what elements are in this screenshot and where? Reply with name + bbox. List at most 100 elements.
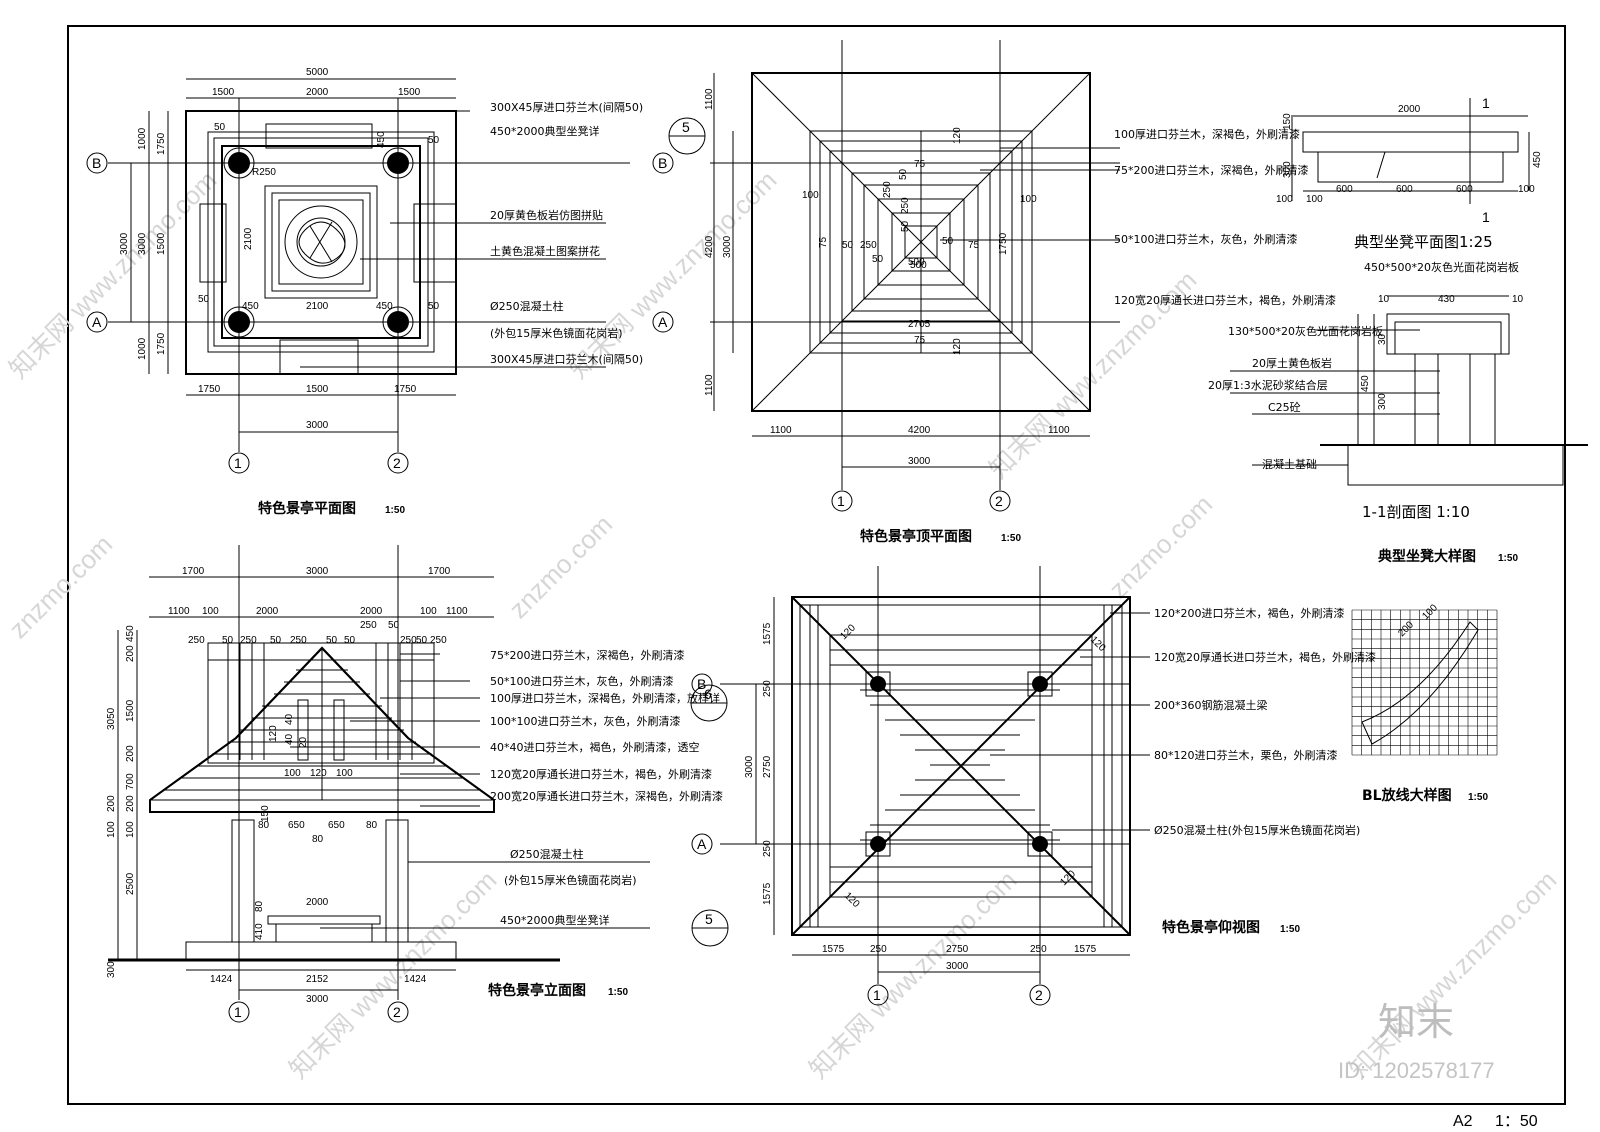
svg-text:20厚土黄色板岩: 20厚土黄色板岩 [1252,356,1332,370]
svg-text:80: 80 [254,900,265,912]
svg-text:200*360钢筋混凝土梁: 200*360钢筋混凝土梁 [1154,698,1268,712]
sheet-border [67,25,1566,1105]
svg-text:2152: 2152 [306,974,329,985]
svg-text:3000: 3000 [306,994,329,1005]
svg-text:2: 2 [995,493,1003,509]
svg-text:50: 50 [270,635,282,646]
svg-text:100*100进口芬兰木，灰色，外刷清漆: 100*100进口芬兰木，灰色，外刷清漆 [490,714,681,728]
svg-text:500: 500 [908,257,925,268]
svg-text:600: 600 [1456,184,1473,195]
svg-text:120: 120 [952,338,963,355]
svg-text:250: 250 [290,635,307,646]
svg-text:75*200进口芬兰木，深褐色，外刷清漆: 75*200进口芬兰木，深褐色，外刷清漆 [1114,163,1309,177]
svg-text:250: 250 [1030,944,1047,955]
svg-text:120宽20厚通长进口芬兰木，褐色，外刷清漆: 120宽20厚通长进口芬兰木，褐色，外刷清漆 [1114,293,1336,307]
svg-text:典型坐凳平面图1:25: 典型坐凳平面图1:25 [1354,233,1493,251]
svg-text:1-1剖面图 1:10: 1-1剖面图 1:10 [1362,503,1470,521]
svg-text:100: 100 [106,821,117,838]
bl-grid-drawing [1351,609,1498,756]
svg-text:120: 120 [952,127,963,144]
bench-detail-drawing [1230,98,1588,486]
svg-text:410: 410 [254,923,265,940]
svg-text:250: 250 [188,635,205,646]
svg-text:Ø250混凝土柱: Ø250混凝土柱 [490,299,564,313]
svg-text:3000: 3000 [119,232,130,255]
svg-text:450: 450 [1360,375,1371,392]
svg-text:20厚1:3水泥砂浆结合层: 20厚1:3水泥砂浆结合层 [1208,378,1328,392]
svg-text:100: 100 [1518,184,1535,195]
svg-text:1: 1 [837,493,845,509]
bench-notes: 典型坐凳平面图1:25 450*500*20灰色光面花岗岩板 130*500*2… [1208,233,1519,521]
sheet-scale-label: 1：50 [1495,1113,1538,1130]
svg-text:650: 650 [328,820,345,831]
bl-title: BL放线大样图 [1362,787,1452,804]
svg-text:250: 250 [882,181,893,198]
svg-text:450: 450 [376,131,387,148]
plan-grid-labels: B A 1 2 5 [86,117,706,474]
svg-text:200: 200 [125,795,136,812]
roof-plan-grid-labels: B A 1 2 [652,152,1011,512]
svg-text:1750: 1750 [394,384,417,395]
sheet-size-label: A2 [1453,1113,1473,1130]
svg-text:1100: 1100 [1048,425,1070,436]
svg-text:450: 450 [242,301,259,312]
svg-text:30: 30 [1377,333,1388,345]
svg-text:120: 120 [838,622,858,642]
svg-text:(外包15厚米色镜面花岗岩): (外包15厚米色镜面花岗岩) [490,326,623,340]
plan-scale: 1:50 [385,505,405,516]
svg-text:1500: 1500 [125,699,136,722]
watermark-text: znzmo.com [1103,489,1218,604]
ceiling-drawing [720,566,1150,984]
svg-text:1: 1 [234,455,242,471]
svg-text:450*2000典型坐凳详: 450*2000典型坐凳详 [500,913,610,927]
svg-text:1575: 1575 [762,622,773,645]
plan-notes: 300X45厚进口芬兰木(间隔50) 450*2000典型坐凳详 20厚黄色板岩… [490,101,643,366]
svg-text:100: 100 [125,821,136,838]
svg-text:A: A [658,314,668,330]
svg-text:A: A [697,836,707,852]
svg-text:3000: 3000 [744,755,755,778]
svg-text:50*100进口芬兰木，灰色，外刷清漆: 50*100进口芬兰木，灰色，外刷清漆 [1114,232,1298,246]
watermark-text: 知末网 www.znzmo.com [803,865,1022,1084]
svg-text:1100: 1100 [704,88,715,110]
elevation-notes: 75*200进口芬兰木，深褐色，外刷清漆 50*100进口芬兰木，灰色，外刷清漆… [490,648,723,927]
svg-text:10: 10 [1378,294,1390,305]
svg-text:100厚进口芬兰木，深褐色，外刷清漆，放样详: 100厚进口芬兰木，深褐色，外刷清漆，放样详 [490,691,720,705]
bl-dim: 200 [1396,619,1416,639]
svg-text:2: 2 [393,1004,401,1020]
roof-plan-drawing [710,40,1120,490]
svg-text:450: 450 [125,625,136,642]
svg-text:3000: 3000 [306,566,329,577]
svg-text:2: 2 [1035,987,1043,1003]
svg-text:1575: 1575 [762,882,773,905]
svg-text:50: 50 [222,635,234,646]
svg-text:1100: 1100 [770,425,792,436]
svg-text:20厚黄色板岩仿图拼贴: 20厚黄色板岩仿图拼贴 [490,208,603,222]
svg-text:120*200进口芬兰木，褐色，外刷清漆: 120*200进口芬兰木，褐色，外刷清漆 [1154,606,1345,620]
svg-text:300: 300 [1377,393,1388,410]
plan-dimensions: 5000 1500 2000 1500 1000 1750 3000 3000 … [119,67,440,431]
svg-text:700: 700 [125,773,136,790]
watermark-text: 知末网 www.znzmo.com [3,165,222,384]
svg-text:100: 100 [1306,194,1323,205]
svg-text:80*120进口芬兰木，栗色，外刷清漆: 80*120进口芬兰木，栗色，外刷清漆 [1154,748,1338,762]
svg-text:100: 100 [336,768,353,779]
svg-text:(外包15厚米色镜面花岗岩): (外包15厚米色镜面花岗岩) [504,873,637,887]
roof-plan-dimensions: 1100 4200 3000 1100 1100 4200 1100 3000 … [704,88,1070,467]
svg-text:120: 120 [842,890,862,910]
bench-scale: 1:50 [1498,553,1518,564]
svg-text:40*40进口芬兰木，褐色，外刷清漆，透空: 40*40进口芬兰木，褐色，外刷清漆，透空 [490,740,700,754]
svg-text:80: 80 [258,820,270,831]
svg-text:130*500*20灰色光面花岗岩板: 130*500*20灰色光面花岗岩板 [1228,324,1383,338]
svg-text:混凝土基础: 混凝土基础 [1262,457,1317,471]
roof-plan-title: 特色景亭顶平面图 [860,528,972,545]
svg-text:250: 250 [360,620,377,631]
svg-text:50: 50 [898,168,909,180]
svg-text:200: 200 [106,795,117,812]
svg-text:250: 250 [400,635,417,646]
svg-text:1750: 1750 [156,332,167,355]
svg-text:B: B [697,676,706,692]
svg-text:50: 50 [900,220,911,232]
svg-text:3000: 3000 [908,456,931,467]
